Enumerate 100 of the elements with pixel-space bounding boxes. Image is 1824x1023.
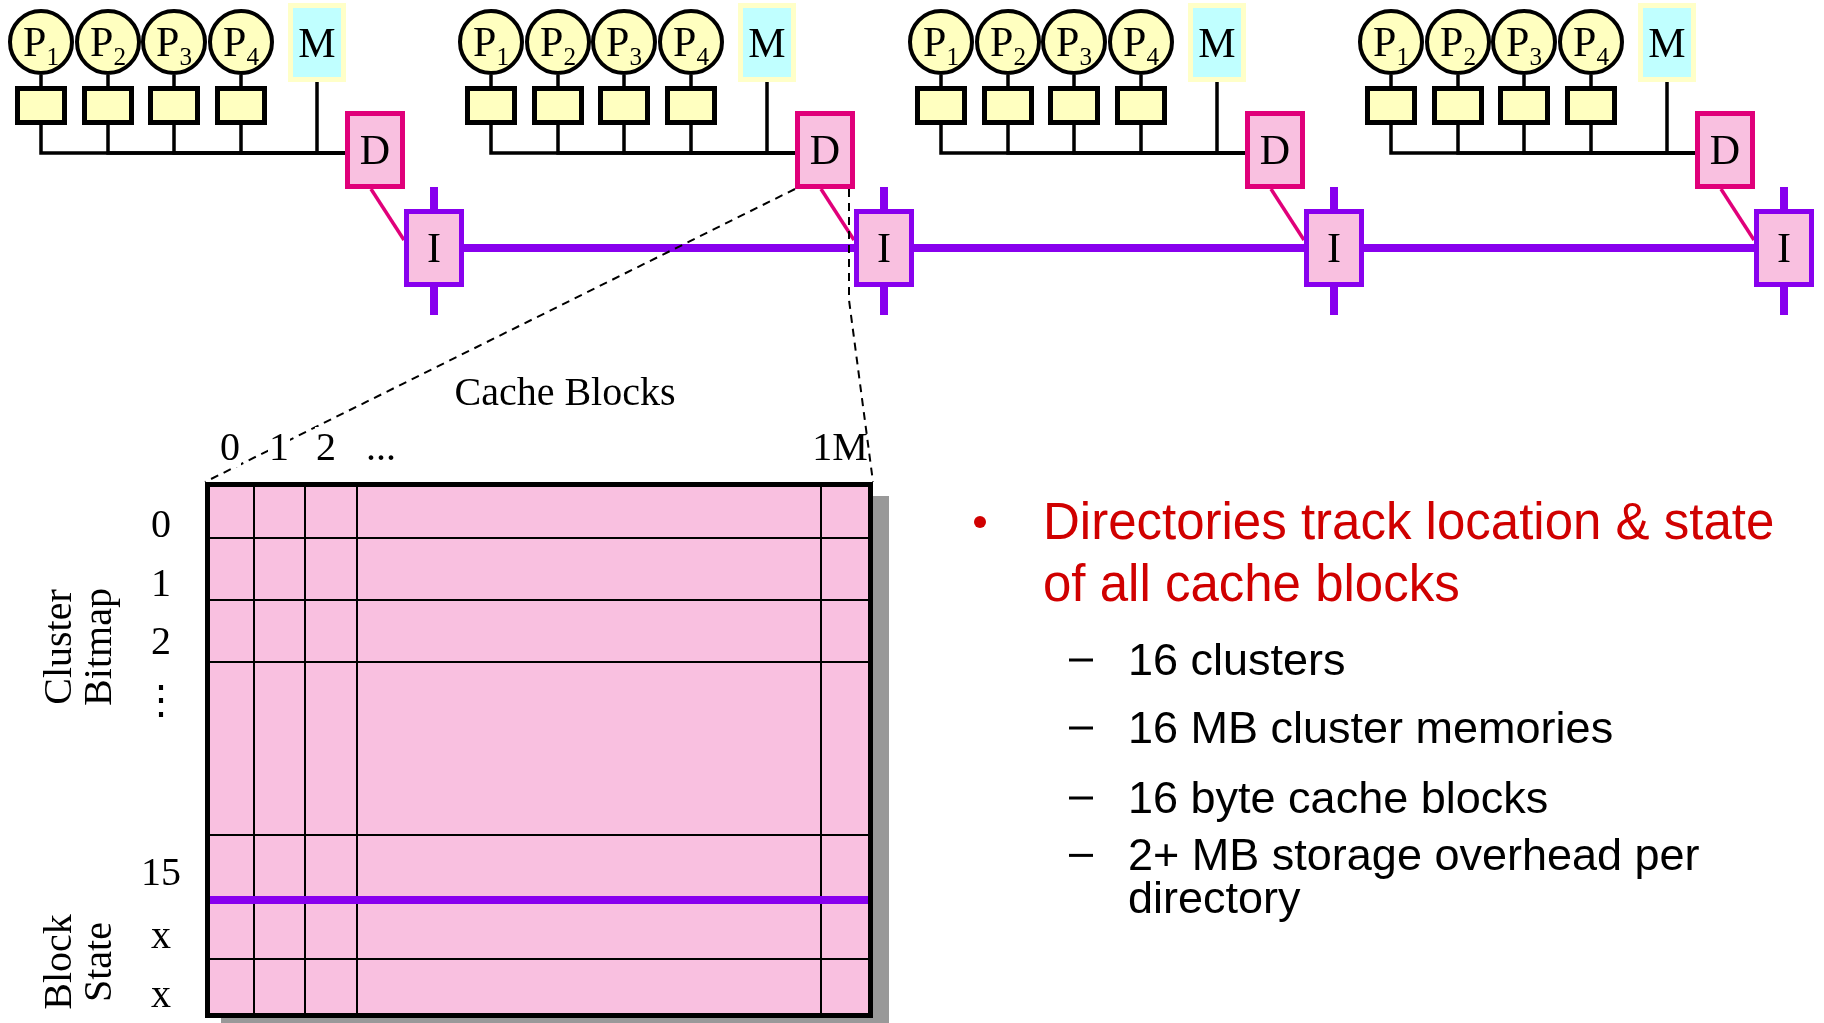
zoom-guide-line (848, 188, 874, 483)
node-label: I (1777, 227, 1791, 269)
cache-box (1565, 86, 1617, 125)
interconnect-box (854, 209, 914, 287)
connector-line (1072, 75, 1076, 86)
node-label: P$_{2}$ (990, 21, 1026, 63)
interconnect-box (1304, 209, 1364, 287)
connector-line (1215, 82, 1245, 155)
node-label: P$_{4}$ (223, 21, 259, 63)
node-label: I (1327, 227, 1341, 269)
axis-label: 1 (151, 563, 171, 603)
cache-box (598, 86, 650, 125)
connector-line (1006, 75, 1010, 86)
interconnect-bus (1364, 244, 1754, 252)
node-label: P$_{4}$ (1123, 21, 1159, 63)
node-label: D (1259, 129, 1291, 171)
connector-line (315, 82, 345, 155)
connector-line (1589, 75, 1593, 86)
connector-line (489, 75, 493, 86)
connector-line (1139, 75, 1143, 86)
connector-line (39, 75, 43, 86)
bullet-text: 16 clusters (1128, 633, 1347, 687)
cache-box (665, 86, 717, 125)
memory-box (288, 3, 346, 82)
node-label: M (298, 21, 336, 64)
cache-box (1115, 86, 1167, 125)
memory-box (1638, 3, 1696, 82)
cache-box (465, 86, 517, 125)
connector-line (106, 75, 110, 86)
node-label: P$_{3}$ (1506, 21, 1542, 63)
node-label: P$_{4}$ (673, 21, 709, 63)
node-label: P$_{1}$ (473, 21, 509, 63)
axis-label: 1M (812, 427, 868, 467)
axis-title: Cluster Bitmap (38, 587, 118, 708)
bullet-text: 16 byte cache blocks (1128, 771, 1550, 825)
bullet-text: 16 MB cluster memories (1128, 701, 1615, 755)
memory-box (1188, 3, 1246, 82)
cache-box (982, 86, 1034, 125)
axis-label: Cache Blocks (454, 372, 676, 412)
axis-label: ... (366, 427, 396, 467)
connector-line (939, 75, 943, 86)
cache-box (915, 86, 967, 125)
axis-title: Block State (38, 913, 118, 1012)
node-label: I (877, 227, 891, 269)
axis-label: ⋮ (141, 680, 181, 720)
connector-line (1456, 75, 1460, 86)
cache-box (1432, 86, 1484, 125)
axis-label: x (151, 974, 171, 1014)
cache-box (148, 86, 200, 125)
directory-box (1245, 111, 1305, 189)
interconnect-bus (914, 244, 1304, 252)
axis-label: 0 (151, 504, 171, 544)
node-label: M (748, 21, 786, 64)
axis-label: 15 (141, 852, 181, 892)
cache-box (1498, 86, 1550, 125)
connector-line (1522, 75, 1526, 86)
cache-box (215, 86, 267, 125)
node-label: P$_{2}$ (540, 21, 576, 63)
cache-box (1048, 86, 1100, 125)
memory-box (738, 3, 796, 82)
connector-line (1269, 188, 1306, 241)
cache-box (82, 86, 134, 125)
cache-box (1365, 86, 1417, 125)
connector-line (239, 75, 243, 86)
connector-line (819, 188, 856, 241)
node-label: P$_{2}$ (90, 21, 126, 63)
node-label: P$_{1}$ (923, 21, 959, 63)
bullet-text: Directories track location & state of all cache blocks (1043, 492, 1776, 615)
directory-box (1695, 111, 1755, 189)
node-label: D (1709, 129, 1741, 171)
interconnect-box (404, 209, 464, 287)
node-label: P$_{1}$ (23, 21, 59, 63)
axis-label: x (151, 915, 171, 955)
zoom-guide-line (204, 188, 796, 483)
connector-line (1389, 75, 1393, 86)
node-label: M (1198, 21, 1236, 64)
axis-label: 2 (151, 621, 171, 661)
node-label: I (427, 227, 441, 269)
connector-line (689, 75, 693, 86)
node-label: P$_{1}$ (1373, 21, 1409, 63)
connector-line (369, 188, 406, 241)
node-label: D (809, 129, 841, 171)
cache-box (532, 86, 584, 125)
connector-line (765, 82, 795, 155)
node-label: P$_{3}$ (156, 21, 192, 63)
interconnect-bus (464, 244, 854, 252)
connector-line (622, 75, 626, 86)
connector-line (1665, 82, 1695, 155)
bullet-text: 2+ MB storage overhead per directory (1128, 834, 1701, 920)
node-label: P$_{4}$ (1573, 21, 1609, 63)
connector-line (1719, 188, 1756, 241)
node-label: P$_{3}$ (606, 21, 642, 63)
cache-box (15, 86, 67, 125)
connector-line (556, 75, 560, 86)
directory-box (345, 111, 405, 189)
directory-box (795, 111, 855, 189)
node-label: P$_{2}$ (1440, 21, 1476, 63)
interconnect-box (1754, 209, 1814, 287)
connector-line (172, 75, 176, 86)
node-label: D (359, 129, 391, 171)
